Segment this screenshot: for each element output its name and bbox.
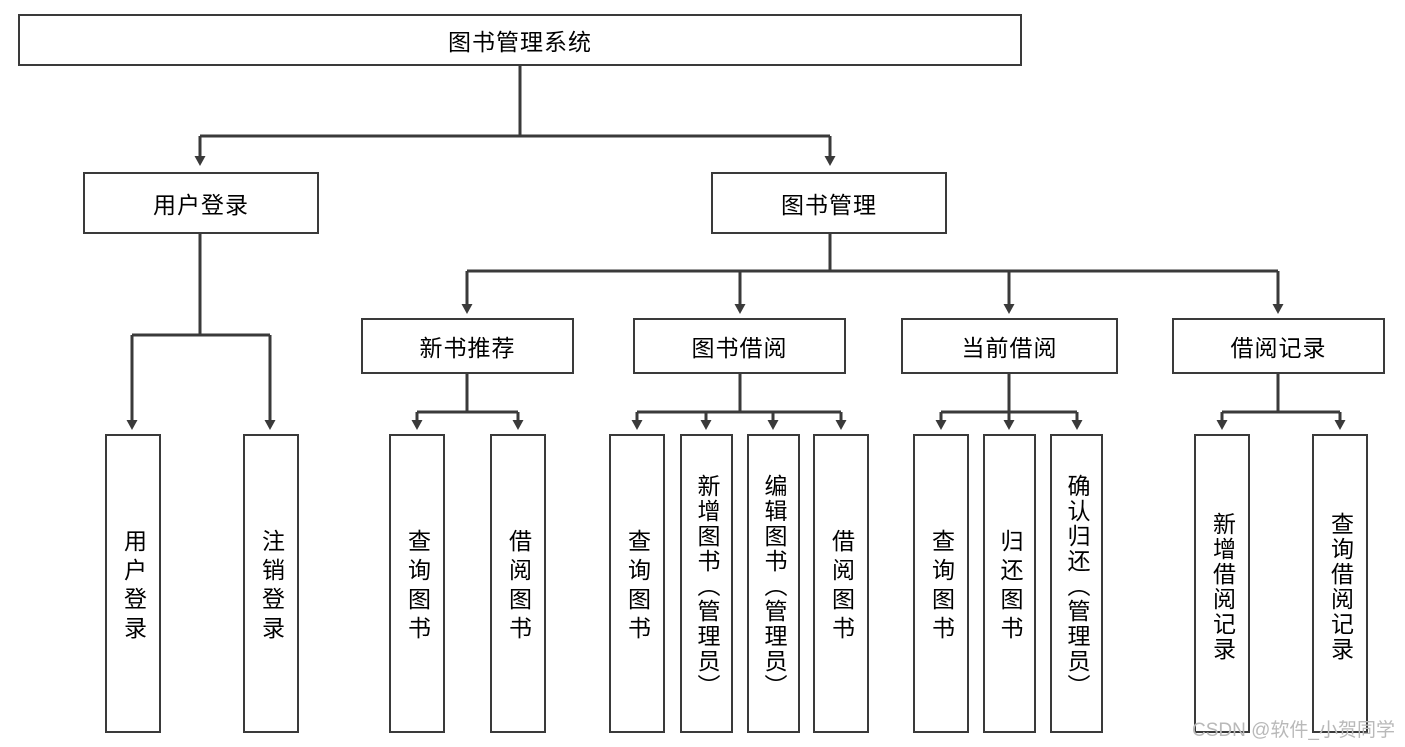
node-label: 用户登录 — [153, 192, 249, 218]
node-label: 编辑图书（管理员） — [761, 474, 787, 699]
node-label: 查询图书 — [404, 528, 431, 645]
leaf-borrow-borrow-book[interactable]: 借阅图书 — [813, 434, 869, 733]
node-label: 新增图书（管理员） — [694, 474, 720, 699]
leaf-current-query-book[interactable]: 查询图书 — [913, 434, 969, 733]
leaf-current-confirm-return-admin[interactable]: 确认归还（管理员） — [1050, 434, 1103, 733]
node-label: 查询图书 — [928, 528, 955, 645]
node-label: 查询借阅记录 — [1327, 511, 1354, 662]
node-label: 图书管理系统 — [448, 29, 592, 55]
node-label: 注销登录 — [258, 528, 285, 645]
node-label: 借阅图书 — [505, 528, 532, 645]
node-root-system[interactable]: 图书管理系统 — [18, 14, 1022, 66]
node-book-management[interactable]: 图书管理 — [711, 172, 947, 234]
leaf-borrow-edit-book-admin[interactable]: 编辑图书（管理员） — [747, 434, 800, 733]
node-user-login[interactable]: 用户登录 — [83, 172, 319, 234]
leaf-user-login-logout[interactable]: 注销登录 — [243, 434, 299, 733]
node-label: 图书借阅 — [691, 335, 788, 361]
node-label: 查询图书 — [624, 528, 651, 645]
node-label: 归还图书 — [997, 528, 1023, 645]
leaf-borrow-query-book[interactable]: 查询图书 — [609, 434, 665, 733]
leaf-record-add-record[interactable]: 新增借阅记录 — [1194, 434, 1250, 733]
leaf-user-login-login[interactable]: 用户登录 — [105, 434, 161, 733]
node-label: 新增借阅记录 — [1209, 511, 1236, 662]
leaf-borrow-add-book-admin[interactable]: 新增图书（管理员） — [680, 434, 733, 733]
node-label: 当前借阅 — [961, 335, 1058, 361]
leaf-new-book-query[interactable]: 查询图书 — [389, 434, 445, 733]
node-label: 图书管理 — [781, 192, 877, 218]
leaf-record-query-record[interactable]: 查询借阅记录 — [1312, 434, 1368, 733]
leaf-current-return-book[interactable]: 归还图书 — [983, 434, 1036, 733]
node-current-borrow[interactable]: 当前借阅 — [901, 318, 1118, 374]
node-label: 借阅记录 — [1230, 335, 1327, 361]
node-new-book-recommend[interactable]: 新书推荐 — [361, 318, 574, 374]
watermark-text: CSDN @软件_小贺同学 — [1192, 720, 1395, 741]
leaf-new-book-borrow[interactable]: 借阅图书 — [490, 434, 546, 733]
node-label: 确认归还（管理员） — [1064, 474, 1090, 699]
node-label: 新书推荐 — [419, 335, 516, 361]
node-borrow-record[interactable]: 借阅记录 — [1172, 318, 1385, 374]
node-book-borrow[interactable]: 图书借阅 — [633, 318, 846, 374]
node-label: 借阅图书 — [828, 528, 855, 645]
node-label: 用户登录 — [120, 528, 147, 645]
